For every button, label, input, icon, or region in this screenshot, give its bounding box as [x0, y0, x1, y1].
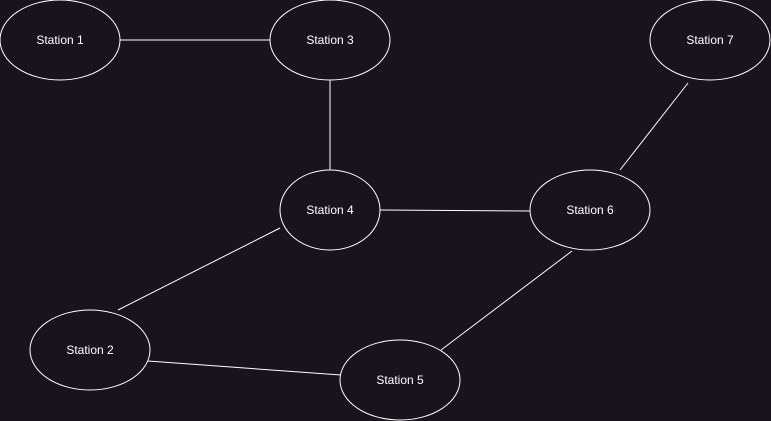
station-3-node[interactable]: Station 3 — [269, 0, 391, 81]
edge-station-2-station-5 — [147, 360, 342, 376]
station-3-label: Station 3 — [306, 33, 354, 47]
station-2-node[interactable]: Station 2 — [29, 309, 151, 391]
station-7-label: Station 7 — [686, 33, 734, 47]
station-4-ellipse — [279, 169, 381, 251]
edge-station-4-station-6 — [379, 209, 531, 212]
edge-station-6-station-7 — [619, 82, 689, 171]
station-2-ellipse — [29, 309, 151, 391]
station-1-ellipse — [0, 0, 121, 81]
station-1-label: Station 1 — [36, 33, 84, 47]
station-6-node[interactable]: Station 6 — [529, 169, 651, 251]
station-3-ellipse — [269, 0, 391, 81]
edge-station-5-station-6 — [440, 250, 573, 351]
station-7-ellipse — [649, 0, 771, 81]
station-5-label: Station 5 — [376, 373, 424, 387]
station-5-node[interactable]: Station 5 — [339, 339, 461, 421]
station-6-ellipse — [529, 169, 651, 251]
station-6-label: Station 6 — [566, 203, 614, 217]
edge-station-4-station-2 — [117, 227, 281, 311]
station-4-label: Station 4 — [306, 203, 354, 217]
station-4-node[interactable]: Station 4 — [279, 169, 381, 251]
station-5-ellipse — [339, 339, 461, 421]
station-2-label: Station 2 — [66, 343, 114, 357]
edge-layer — [117, 39, 689, 376]
station-7-node[interactable]: Station 7 — [649, 0, 771, 81]
station-1-node[interactable]: Station 1 — [0, 0, 121, 81]
